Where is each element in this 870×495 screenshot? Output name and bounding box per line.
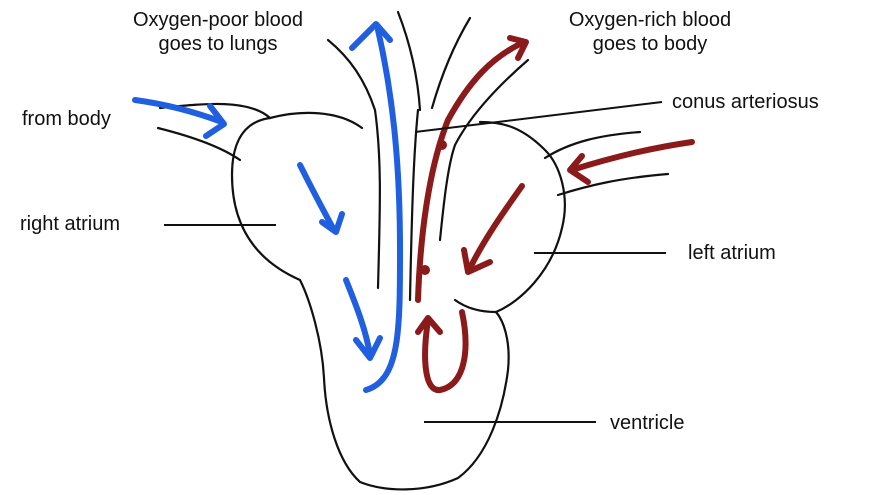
from-body-label: from body bbox=[22, 107, 111, 131]
blue-arrow-atrium bbox=[300, 165, 334, 230]
blue-arrowhead-up bbox=[352, 24, 390, 48]
trunk-inner-wall bbox=[398, 12, 420, 110]
red-arrow-from-lungs bbox=[572, 142, 692, 170]
left-atrium-label: left atrium bbox=[688, 241, 776, 265]
heart-outline bbox=[158, 12, 668, 489]
red-dot-upper bbox=[437, 140, 447, 150]
right-atrium-top bbox=[270, 113, 362, 128]
trunk-left-wall bbox=[328, 40, 380, 288]
oxygen-poor-line2: goes to lungs bbox=[108, 32, 328, 56]
left-atrium-outline bbox=[480, 122, 565, 312]
aorta-right-wall bbox=[440, 60, 528, 240]
oxygen-rich-line2: goes to body bbox=[540, 32, 760, 56]
right-atrium-label: right atrium bbox=[20, 212, 120, 236]
oxygen-poor-line1: Oxygen-poor blood bbox=[108, 8, 328, 32]
blue-arrow-up-trunk bbox=[366, 30, 400, 390]
red-dot-lower bbox=[420, 265, 430, 275]
oxygen-rich-line1: Oxygen-rich blood bbox=[540, 8, 760, 32]
vena-cava-lower bbox=[158, 128, 240, 160]
right-atrium-outline bbox=[232, 118, 509, 489]
pulmonary-vein-lower bbox=[558, 174, 668, 195]
oxygen-rich-label: Oxygen-rich blood goes to body bbox=[540, 8, 760, 56]
conus-arteriosus-label: conus arteriosus bbox=[672, 90, 819, 114]
oxygen-rich-flow bbox=[418, 38, 692, 390]
red-arrow-atrium bbox=[470, 186, 522, 268]
oxygen-poor-label: Oxygen-poor blood goes to lungs bbox=[108, 8, 328, 56]
ventricle-label: ventricle bbox=[610, 411, 684, 435]
